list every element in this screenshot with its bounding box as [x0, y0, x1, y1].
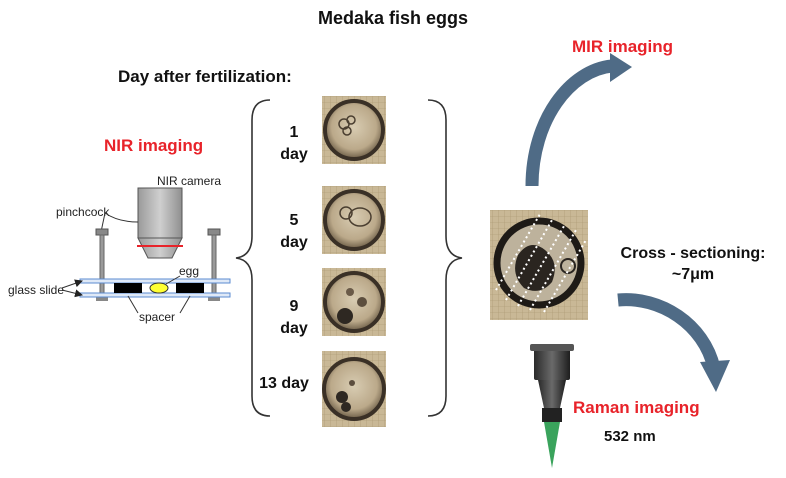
left-brace: [235, 99, 271, 417]
day-number: 9: [289, 298, 299, 315]
spacer-icon: [114, 283, 204, 293]
arrow-to-raman: [617, 293, 730, 392]
day-number: 5: [289, 212, 299, 229]
raman-objective-icon: [530, 344, 574, 422]
egg-icon: [149, 282, 169, 294]
nir-imaging-title: NIR imaging: [104, 136, 204, 155]
cross-section-line1: Cross - sectioning:: [620, 245, 766, 262]
cross-section-label: Cross - sectioning: ~7μm: [598, 243, 786, 285]
right-brace: [427, 99, 463, 417]
egg-label: egg: [179, 264, 200, 278]
day-header: Day after fertilization:: [118, 67, 292, 86]
cross-section-image: [490, 210, 588, 320]
day-label-1: 1 day: [262, 122, 326, 166]
day-unit: day: [280, 146, 308, 163]
day-number: 13 day: [259, 375, 309, 392]
day-unit: day: [280, 320, 308, 337]
arrow-to-mir: [525, 53, 632, 187]
mir-imaging-label: MIR imaging: [572, 37, 674, 56]
day-label-13: 13 day: [252, 373, 316, 395]
egg-image-day1: [322, 96, 386, 164]
pinchcock-label: pinchcock: [56, 205, 110, 219]
cross-section-line2: ~7μm: [671, 266, 715, 283]
figure-title: Medaka fish eggs: [317, 8, 469, 28]
raman-wavelength: 532 nm: [604, 428, 656, 445]
day-label-9: 9 day: [262, 296, 326, 340]
glass-slide-label: glass slide: [8, 283, 65, 297]
egg-image-day9: [322, 268, 386, 336]
egg-image-day13: [322, 351, 386, 427]
nir-camera-icon: [137, 187, 183, 259]
egg-image-day5: [322, 186, 386, 254]
spacer-label: spacer: [139, 310, 176, 324]
day-label-5: 5 day: [262, 210, 326, 254]
raman-imaging-label: Raman imaging: [573, 398, 700, 417]
nir-camera-label: NIR camera: [157, 174, 222, 188]
day-unit: day: [280, 234, 308, 251]
day-number: 1: [289, 124, 299, 141]
laser-beam: [544, 422, 560, 468]
